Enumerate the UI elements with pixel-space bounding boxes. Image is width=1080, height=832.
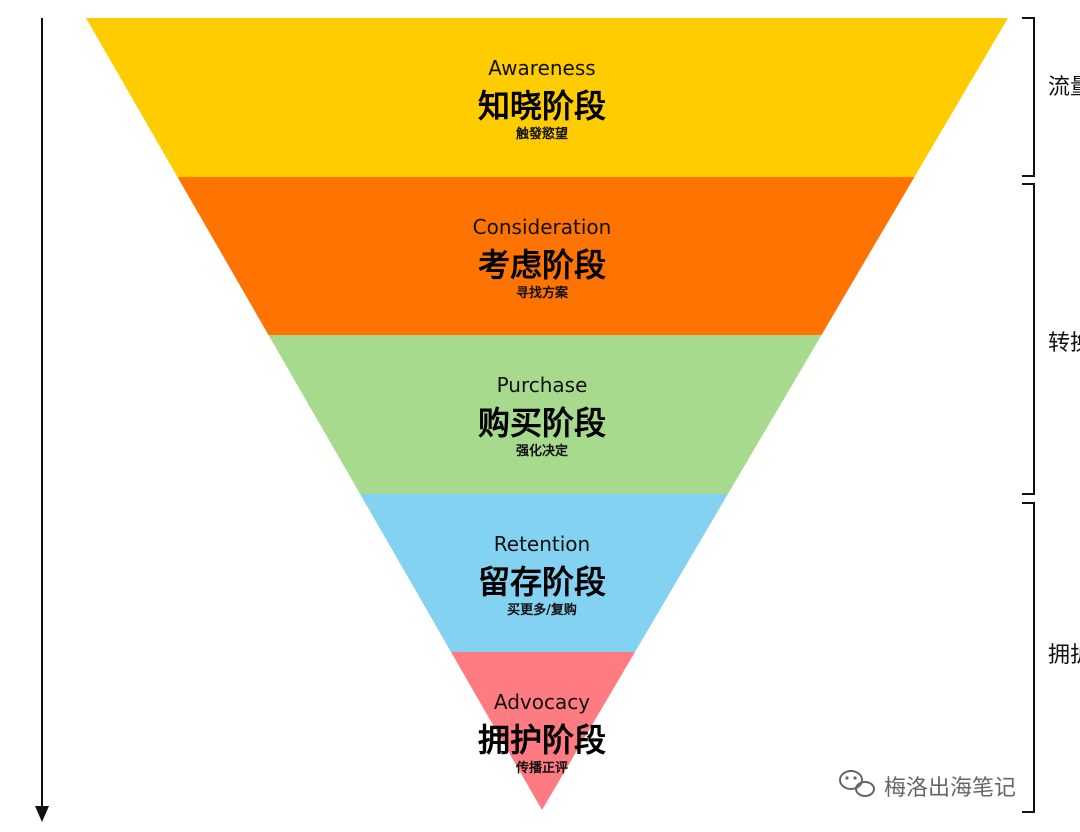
funnel-bands xyxy=(86,18,1008,810)
wechat-icon xyxy=(839,770,875,797)
stage-english-awareness: Awareness xyxy=(488,56,595,80)
stage-title-retention: 留存阶段 xyxy=(478,563,606,601)
stage-subtitle-purchase: 强化决定 xyxy=(516,443,568,459)
bracket-label-advocacy: 拥护 xyxy=(1048,643,1080,668)
stage-subtitle-consideration: 寻找方案 xyxy=(516,285,569,301)
stage-title-advocacy: 拥护阶段 xyxy=(478,721,606,759)
funnel-stage-advocacy xyxy=(451,652,635,810)
stage-subtitle-retention: 买更多/复购 xyxy=(507,602,577,618)
stage-english-purchase: Purchase xyxy=(497,373,588,397)
bracket-advocacy xyxy=(1022,502,1035,813)
stage-subtitle-advocacy: 传播正评 xyxy=(515,760,568,776)
watermark-text: 梅洛出海笔记 xyxy=(884,776,1016,801)
funnel-stage-retention xyxy=(360,494,728,652)
bracket-traffic xyxy=(1022,17,1035,177)
stage-english-retention: Retention xyxy=(494,532,590,556)
stage-subtitle-awareness: 触發慾望 xyxy=(515,126,568,142)
watermark: 梅洛出海笔记 xyxy=(839,770,1016,801)
funnel-stage-consideration xyxy=(177,177,915,335)
stage-english-consideration: Consideration xyxy=(473,215,612,239)
stage-english-advocacy: Advocacy xyxy=(494,690,590,714)
bracket-conversion xyxy=(1022,183,1035,495)
stage-title-awareness: 知晓阶段 xyxy=(478,87,606,125)
funnel-stage-purchase xyxy=(268,335,822,494)
funnel-stage-awareness xyxy=(86,18,1008,177)
stage-title-consideration: 考虑阶段 xyxy=(478,246,606,284)
flow-direction-arrow xyxy=(35,18,49,822)
bracket-label-conversion: 转换 xyxy=(1048,331,1080,356)
stage-title-purchase: 购买阶段 xyxy=(478,404,606,442)
bracket-label-traffic: 流量入口 xyxy=(1048,75,1080,100)
